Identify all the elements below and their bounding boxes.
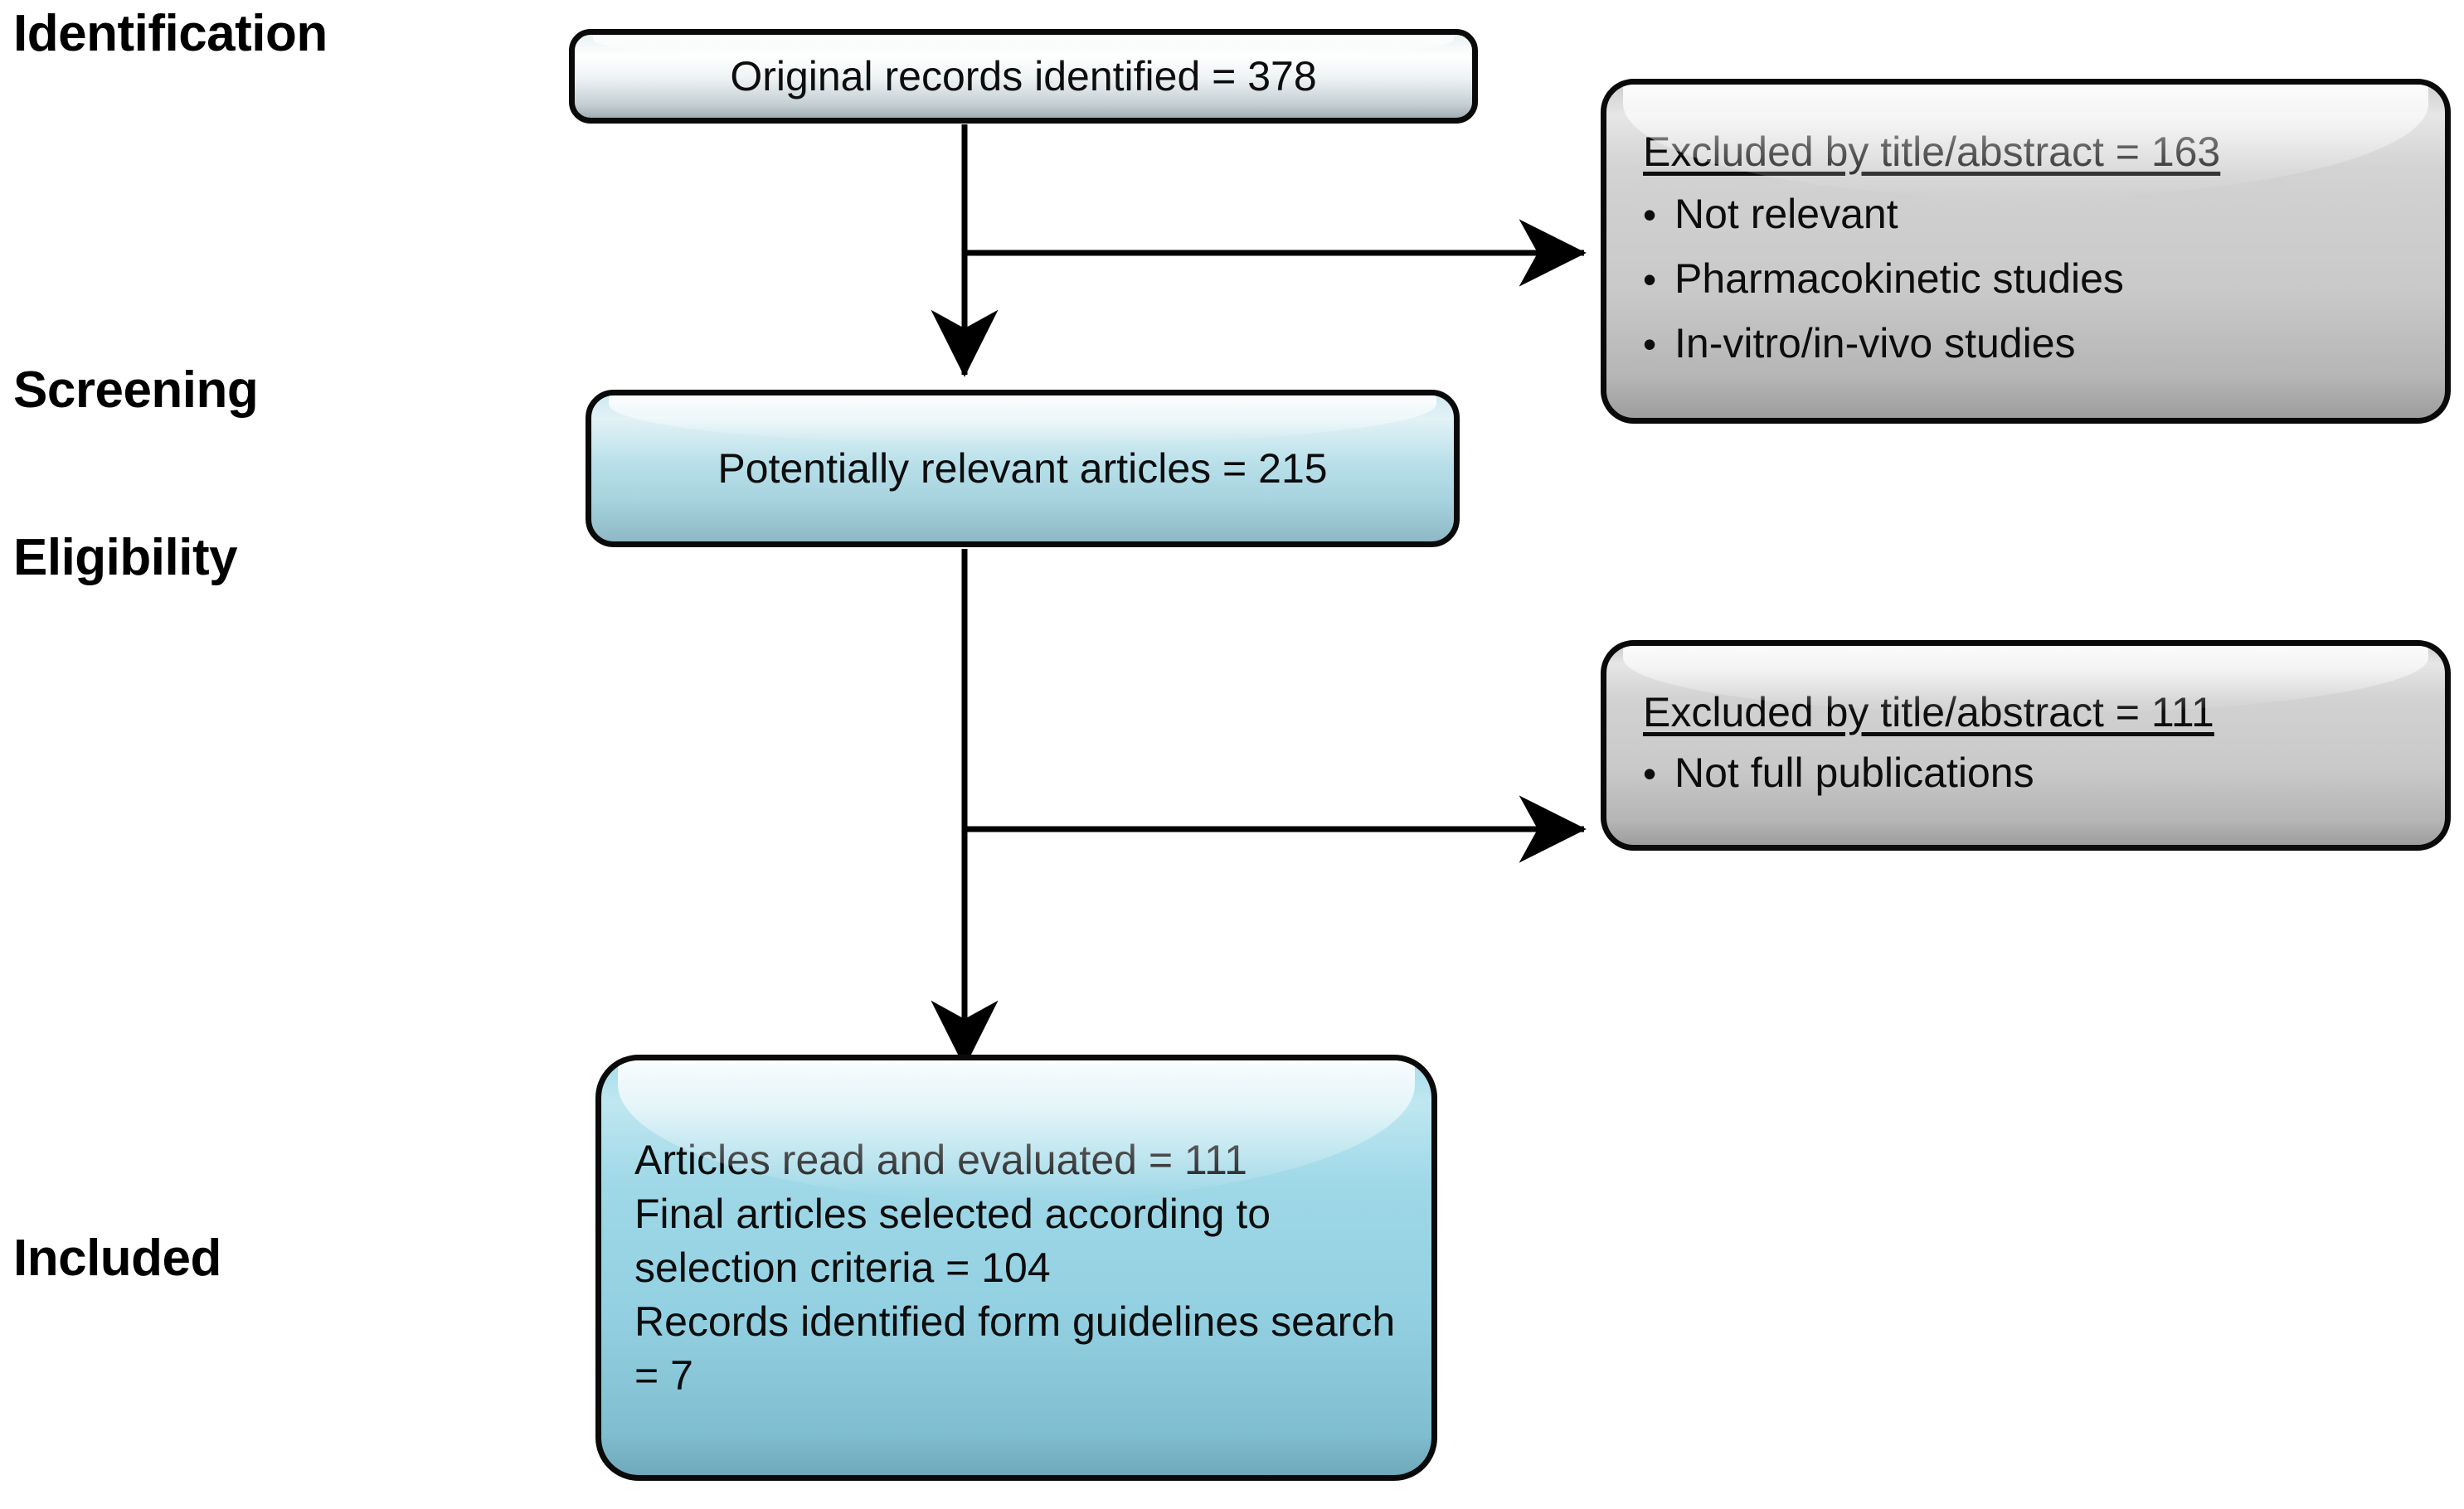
bullet-icon: • bbox=[1643, 192, 1657, 236]
excluded-2-title: Excluded by title/abstract = 111 bbox=[1643, 688, 2214, 735]
included-line-guidelines-search: Records identified form guidelines searc… bbox=[634, 1298, 1396, 1399]
excluded-1-title: Excluded by title/abstract = 163 bbox=[1643, 128, 2221, 175]
box-excluded-by-title-abstract-111[interactable]: Excluded by title/abstract = 111 • Not fu… bbox=[1601, 640, 2451, 851]
box-included-articles-body: Articles read and evaluated = 111 Final … bbox=[601, 1118, 1431, 1418]
list-item: • Not full publications bbox=[1643, 742, 2417, 803]
excluded-2-body: Excluded by title/abstract = 111 • Not fu… bbox=[1606, 685, 2445, 807]
excluded-1-reason-2: In-vitro/in-vivo studies bbox=[1674, 319, 2076, 366]
box-included-articles[interactable]: Articles read and evaluated = 111 Final … bbox=[595, 1055, 1437, 1481]
box-potentially-relevant-articles[interactable]: Potentially relevant articles = 215 bbox=[586, 390, 1460, 547]
box-excluded-by-title-abstract-163[interactable]: Excluded by title/abstract = 163 • Not re… bbox=[1601, 79, 2451, 424]
stage-label-included: Included bbox=[13, 1230, 221, 1287]
bullet-icon: • bbox=[1643, 751, 1657, 795]
list-item: • Pharmacokinetic studies bbox=[1643, 246, 2417, 311]
stage-label-eligibility: Eligibility bbox=[13, 529, 238, 586]
excluded-1-body: Excluded by title/abstract = 163 • Not re… bbox=[1606, 124, 2445, 379]
excluded-1-reason-list: • Not relevant • Pharmacokinetic studies •… bbox=[1643, 182, 2417, 376]
included-line-articles-read: Articles read and evaluated = 111 bbox=[634, 1136, 1247, 1183]
bullet-icon: • bbox=[1643, 322, 1657, 366]
list-item: • In-vitro/in-vivo studies bbox=[1643, 311, 2417, 376]
excluded-1-reason-0: Not relevant bbox=[1674, 190, 1898, 237]
bullet-icon: • bbox=[1643, 257, 1657, 301]
stage-label-screening: Screening bbox=[13, 361, 259, 419]
box-original-records[interactable]: Original records identified = 378 bbox=[569, 29, 1478, 124]
box-gloss-highlight bbox=[608, 395, 1437, 445]
box-potentially-relevant-articles-label: Potentially relevant articles = 215 bbox=[717, 445, 1328, 492]
included-line-final-selected: Final articles selected according to sel… bbox=[634, 1190, 1271, 1291]
box-original-records-label: Original records identified = 378 bbox=[730, 53, 1317, 99]
excluded-1-reason-1: Pharmacokinetic studies bbox=[1674, 255, 2124, 302]
excluded-2-reason-0: Not full publications bbox=[1674, 749, 2034, 796]
list-item: • Not relevant bbox=[1643, 182, 2417, 246]
stage-label-identification: Identification bbox=[13, 5, 328, 62]
excluded-2-reason-list: • Not full publications bbox=[1643, 742, 2417, 803]
